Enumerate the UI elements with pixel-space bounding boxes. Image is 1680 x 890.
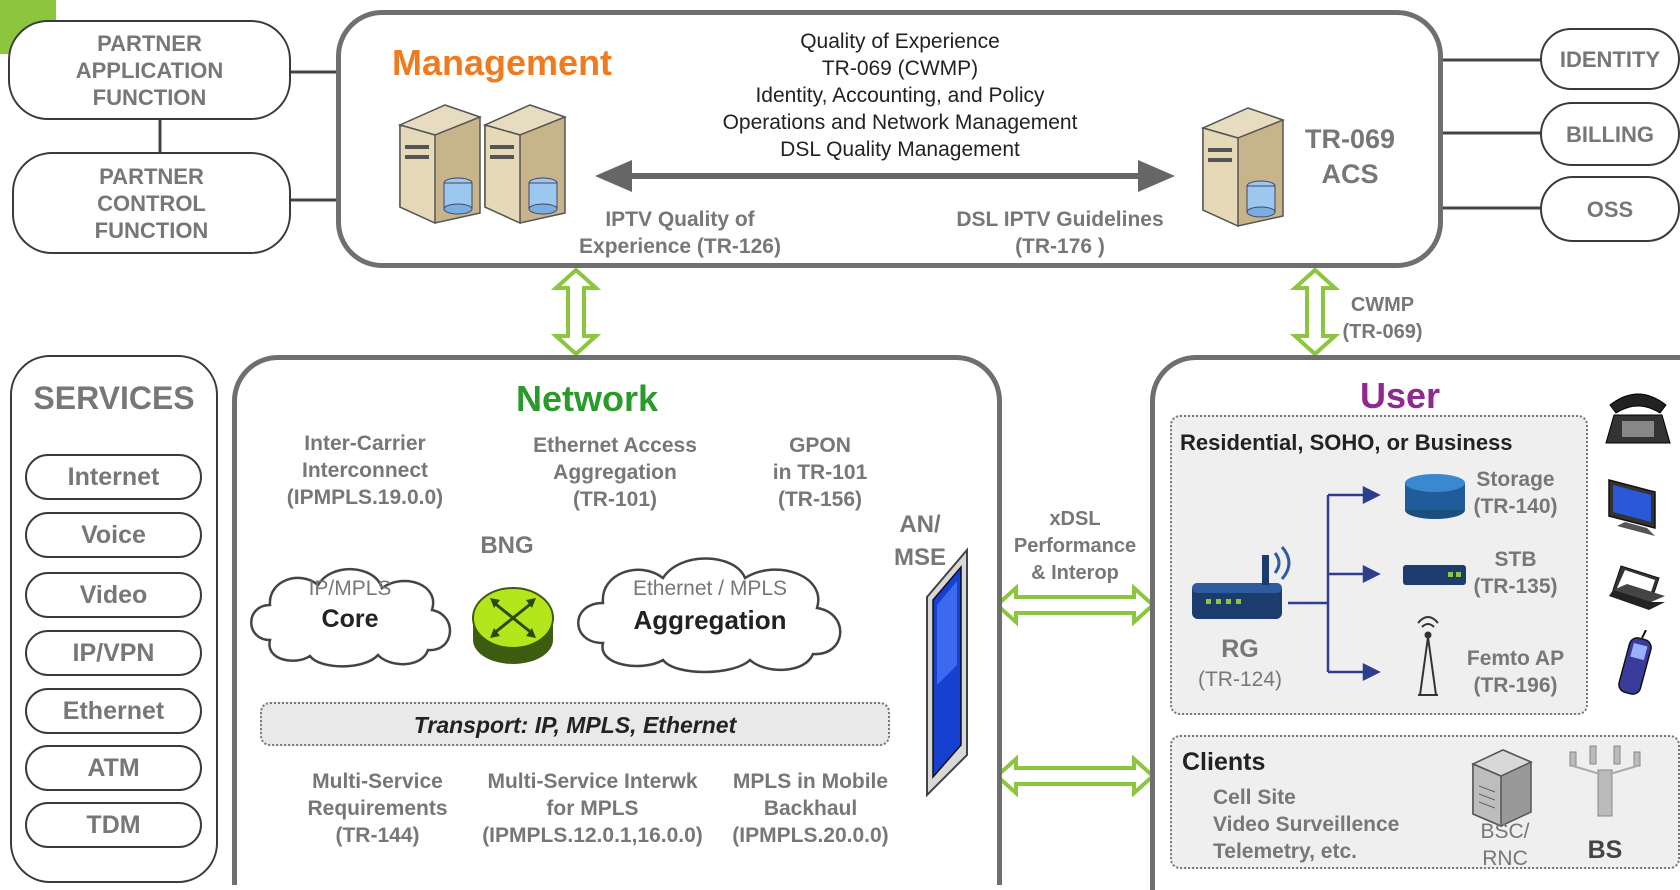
stb-icon	[1403, 565, 1466, 585]
oss-pill: OSS	[1540, 176, 1680, 242]
partner-application-function: PARTNER APPLICATION FUNCTION	[8, 20, 291, 120]
partner-control-function: PARTNER CONTROL FUNCTION	[12, 152, 291, 254]
mobile-backhaul-label: MPLS in Mobile Backhaul (IPMPLS.20.0.0)	[732, 770, 889, 847]
service-ipvpn: IP/VPN	[25, 630, 202, 676]
femto-label: Femto AP (TR-196)	[1466, 647, 1565, 697]
bng-router-icon	[472, 587, 554, 664]
services-box	[10, 355, 218, 883]
management-center-text: Quality of Experience TR-069 (CWMP) Iden…	[722, 30, 1078, 161]
rg-label: RG	[1221, 635, 1259, 663]
server-icon	[397, 104, 568, 225]
bsc-rnc-label: BSC/ RNC	[1480, 820, 1530, 870]
laptop-icon	[1609, 565, 1665, 610]
an-mse-device-icon	[926, 547, 968, 798]
rg-code-label: (TR-124)	[1197, 668, 1282, 691]
xdsl-arrow	[994, 583, 1156, 627]
residential-diagram	[1192, 474, 1466, 696]
mgmt-network-arrow	[550, 267, 602, 357]
iptv-qoe-label: IPTV Quality of Experience (TR-126)	[579, 208, 781, 258]
bs-tower-icon	[1569, 745, 1641, 817]
bsc-rnc-icon	[1471, 749, 1533, 828]
aggregation-bottom-label: Aggregation	[633, 605, 787, 635]
telephone-icon	[1605, 393, 1671, 444]
partner-application-label: PARTNER APPLICATION FUNCTION	[75, 30, 224, 110]
storage-label: Storage (TR-140)	[1473, 468, 1558, 518]
service-atm: ATM	[25, 745, 202, 791]
partner-control-label: PARTNER CONTROL FUNCTION	[94, 163, 209, 243]
identity-pill: IDENTITY	[1540, 28, 1680, 90]
core-bottom-label: Core	[321, 605, 379, 633]
stb-label: STB (TR-135)	[1473, 548, 1558, 598]
inter-carrier-label: Inter-Carrier Interconnect (IPMPLS.19.0.…	[286, 432, 444, 509]
billing-label: BILLING	[1566, 121, 1654, 147]
service-video: Video	[25, 572, 202, 618]
xdsl-label: xDSL Performance & Interop	[1013, 508, 1137, 584]
cwmp-label: CWMP (TR-069)	[1342, 294, 1423, 343]
dsl-iptv-label: DSL IPTV Guidelines (TR-176 )	[956, 208, 1164, 258]
multi-service-label: Multi-Service Requirements (TR-144)	[307, 770, 448, 847]
ethernet-access-label: Ethernet Access Aggregation (TR-101)	[533, 434, 697, 511]
service-ethernet-label: Ethernet	[62, 696, 165, 725]
services-title: SERVICES	[33, 380, 195, 416]
oss-label: OSS	[1586, 196, 1634, 222]
service-ethernet: Ethernet	[25, 688, 202, 734]
bs-label: BS	[1587, 836, 1623, 864]
aggregation-cloud	[577, 557, 842, 674]
residential-area	[1170, 415, 1588, 715]
clients-text: Cell Site Video Surveillence Telemetry, …	[1213, 786, 1400, 863]
service-ipvpn-label: IP/VPN	[72, 638, 155, 667]
user-title: User	[1359, 375, 1441, 416]
storage-icon	[1405, 474, 1465, 519]
interwk-label: Multi-Service Interwk for MPLS (IPMPLS.1…	[482, 770, 703, 847]
mgmt-user-arrow	[1289, 267, 1341, 357]
service-internet-label: Internet	[67, 462, 160, 491]
bng-label: BNG	[480, 532, 534, 559]
acs-server-icon	[1200, 107, 1286, 228]
transport-label: Transport: IP, MPLS, Ethernet	[413, 712, 737, 738]
network-title: Network	[515, 378, 659, 419]
gpon-label: GPON in TR-101 (TR-156)	[772, 434, 868, 511]
transport-bar	[260, 702, 890, 746]
clients-area	[1170, 735, 1680, 869]
service-atm-label: ATM	[87, 753, 140, 782]
core-cloud	[250, 568, 452, 668]
clients-title: Clients	[1182, 748, 1266, 776]
service-internet: Internet	[25, 454, 202, 500]
core-top-label: IP/MPLS	[308, 577, 392, 600]
service-voice-label: Voice	[81, 520, 146, 549]
rg-router-icon	[1192, 546, 1291, 619]
clients-arrow	[994, 754, 1156, 798]
an-mse-label: AN/ MSE	[893, 511, 946, 571]
management-double-arrow	[595, 160, 1175, 192]
femto-ap-icon	[1417, 616, 1439, 696]
billing-pill: BILLING	[1540, 102, 1680, 166]
service-tdm: TDM	[25, 802, 202, 848]
mobile-phone-icon	[1618, 630, 1652, 695]
management-box	[336, 10, 1443, 268]
identity-label: IDENTITY	[1559, 46, 1661, 72]
management-title: Management	[392, 42, 613, 83]
acs-label: TR-069 ACS	[1304, 124, 1396, 189]
service-voice: Voice	[25, 512, 202, 558]
service-tdm-label: TDM	[86, 810, 141, 839]
service-video-label: Video	[79, 580, 148, 609]
aggregation-top-label: Ethernet / MPLS	[632, 577, 788, 600]
monitor-icon	[1608, 479, 1656, 536]
residential-title: Residential, SOHO, or Business	[1180, 430, 1513, 455]
